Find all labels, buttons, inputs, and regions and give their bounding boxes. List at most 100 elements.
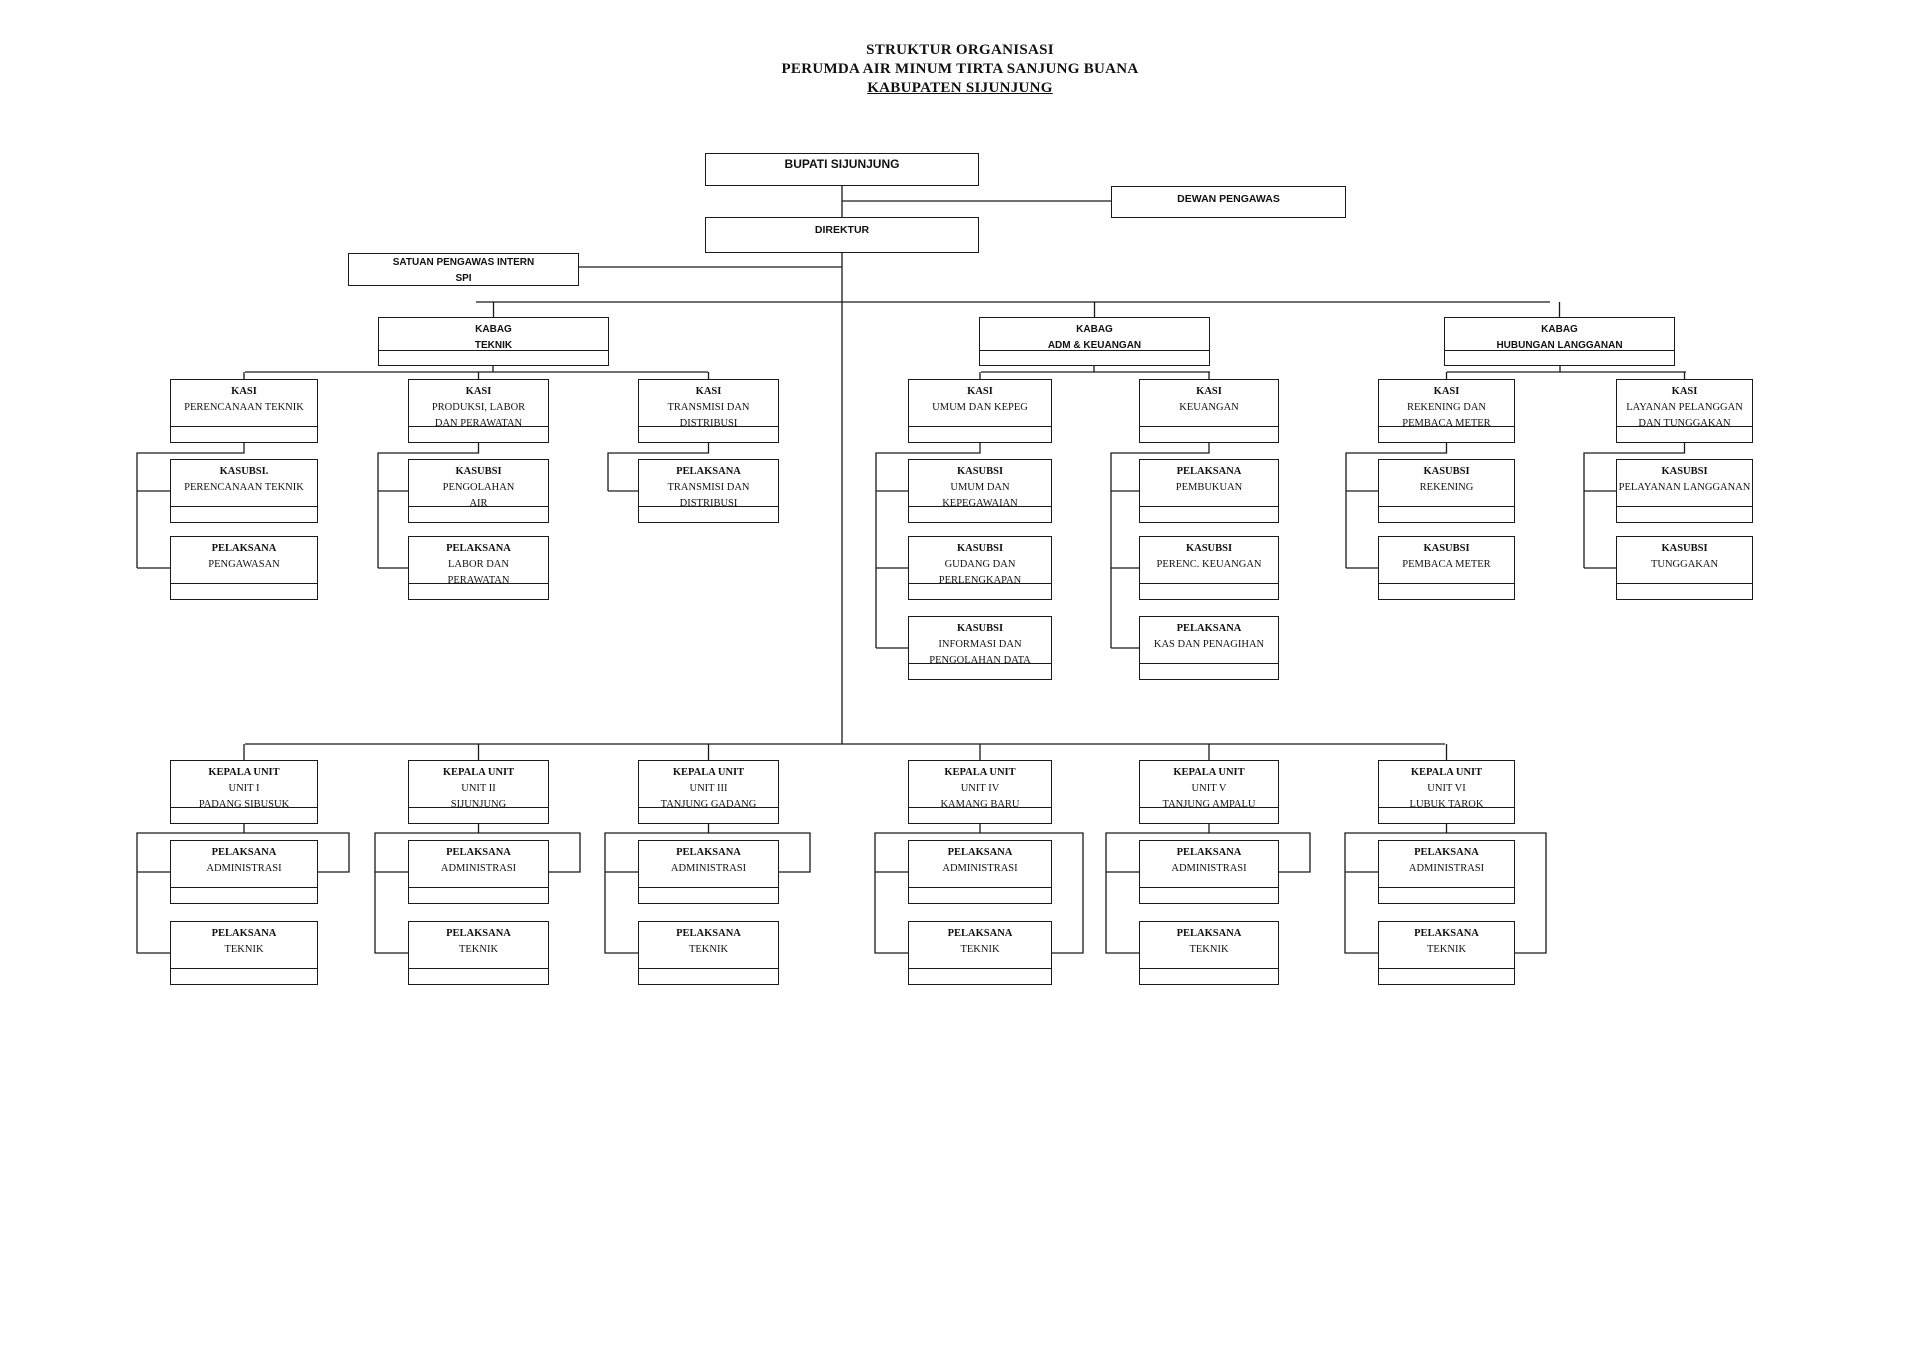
- spi-line-2: SPI: [455, 273, 472, 284]
- unit-2-head-box-footer-row: [409, 807, 548, 808]
- unit-5-teknik-box-line-2: TEKNIK: [1189, 944, 1229, 955]
- unit-1-head-box-footer-row: [171, 807, 317, 808]
- unit-3-teknik-box-footer-row: [639, 968, 778, 969]
- unit-5-administrasi-box-line-2: ADMINISTRASI: [1171, 863, 1247, 874]
- kasubsi-informasi-box-line-3: PENGOLAHAN DATA: [929, 655, 1031, 666]
- pelaksana-transmisi-box-bracket: [607, 443, 710, 491]
- unit-1-teknik-box-footer-row: [171, 968, 317, 969]
- kasubsi-rekening-box-line-2: REKENING: [1419, 482, 1474, 493]
- kasubsi-umum-box-footer-row: [909, 506, 1051, 507]
- kasubsi-pelayanan-box-line-2: PELAYANAN LANGGANAN: [1618, 482, 1751, 493]
- kasi-umum-box-footer-row: [909, 426, 1051, 427]
- unit-5-teknik-box-footer-row: [1140, 968, 1278, 969]
- kasubsi-umum-box-bracket: [875, 443, 981, 648]
- kasi-rekening-box-line-1: KASI: [1433, 386, 1460, 397]
- unit-5-adm-right-bracket: [1209, 832, 1311, 873]
- kasubsi-tunggakan-box-line-1: KASUBSI: [1661, 543, 1708, 554]
- unit-3-adm-right-bracket: [708, 832, 811, 873]
- pelaksana-pengawasan-box-line-1: PELAKSANA: [211, 543, 277, 554]
- unit-6-administrasi-box-line-1: PELAKSANA: [1414, 847, 1479, 858]
- unit-4-administrasi-box-line-2: ADMINISTRASI: [942, 863, 1018, 874]
- unit-6-teknik-box-line-1: PELAKSANA: [1414, 928, 1479, 939]
- kasi-produksi-box-footer-row: [409, 426, 548, 427]
- kasubsi-pembaca-box-line-1: KASUBSI: [1423, 543, 1470, 554]
- unit-1-teknik-box-line-1: PELAKSANA: [211, 928, 277, 939]
- unit-4-teknik-box-footer-row: [909, 968, 1051, 969]
- unit-2-head-box-line-1: KEPALA UNIT: [442, 767, 515, 778]
- unit-1-head-box-line-3: PADANG SIBUSUK: [198, 799, 290, 810]
- kasubsi-gudang-box-line-3: PERLENGKAPAN: [938, 575, 1022, 586]
- direktur-box-line-1: DIREKTUR: [814, 224, 870, 236]
- unit-3-teknik-box-line-2: TEKNIK: [688, 944, 729, 955]
- unit-1-administrasi-box-footer-row: [171, 887, 317, 888]
- unit-5-administrasi-box: PELAKSANA ADMINISTRASI: [1139, 840, 1279, 904]
- unit-3-administrasi-box-footer-row: [639, 887, 778, 888]
- unit-4-tek-right-bracket: [980, 832, 1084, 954]
- kasi-perencanaan-box-line-2: PERENCANAAN TEKNIK: [184, 402, 304, 413]
- pelaksana-kas-box-line-1: PELAKSANA: [1176, 623, 1242, 634]
- kasubsi-pengolahan-box-footer-row: [409, 506, 548, 507]
- kasubsi-pengolahan-box-line-2: PENGOLAHAN: [442, 482, 515, 493]
- kasubsi-pembaca-box-footer-row: [1379, 583, 1514, 584]
- unit-4-teknik-bracket: [874, 824, 981, 954]
- unit-6-teknik-box: PELAKSANA TEKNIK: [1378, 921, 1515, 985]
- kabag-hubungan-box-footer-row: [1445, 350, 1674, 351]
- unit-3-head-box-line-1: KEPALA UNIT: [672, 767, 745, 778]
- unit-3-administrasi-box-line-1: PELAKSANA: [676, 847, 741, 858]
- unit-5-head-box-footer-row: [1140, 807, 1278, 808]
- unit-4-head-box-line-3: KAMANG BARU: [940, 799, 1020, 810]
- unit-1-teknik-bracket: [136, 824, 245, 954]
- kasi-keuangan-box-line-1: KASI: [1196, 386, 1222, 397]
- unit-1-head-box-line-1: KEPALA UNIT: [208, 767, 280, 778]
- pelaksana-labor-box-line-3: PERAWATAN: [447, 575, 510, 586]
- unit-5-head-box-line-2: UNIT V: [1191, 783, 1227, 794]
- pelaksana-transmisi-box-footer-row: [639, 506, 778, 507]
- unit-4-administrasi-box-footer-row: [909, 887, 1051, 888]
- unit-6-teknik-box-line-2: TEKNIK: [1426, 944, 1467, 955]
- unit-6-administrasi-box-line-2: ADMINISTRASI: [1408, 863, 1485, 874]
- unit-4-head-box-footer-row: [909, 807, 1051, 808]
- kabag-adm-box-line-1: KABAG: [1076, 324, 1113, 335]
- unit-5-head-box-line-1: KEPALA UNIT: [1173, 767, 1245, 778]
- unit-5-administrasi-box-line-1: PELAKSANA: [1176, 847, 1242, 858]
- kasi-layanan-box-line-1: KASI: [1671, 386, 1698, 397]
- kasi-rekening-box-footer-row: [1379, 426, 1514, 427]
- kasi-layanan-box-footer-row: [1617, 426, 1752, 427]
- dewan-pengawas-box: DEWAN PENGAWAS: [1111, 186, 1346, 218]
- kasubsi-rekening-box-line-1: KASUBSI: [1423, 466, 1470, 477]
- dewan-pengawas-box-line-1: DEWAN PENGAWAS: [1177, 193, 1280, 205]
- pelaksana-labor-box-line-2: LABOR DAN: [448, 559, 509, 570]
- kasi-transmisi-box-line-2: TRANSMISI DAN: [667, 402, 750, 413]
- pelaksana-pembukuan-box-footer-row: [1140, 506, 1278, 507]
- unit-1-teknik-box-line-2: TEKNIK: [224, 944, 264, 955]
- unit-5-teknik-bracket: [1105, 824, 1210, 954]
- kasi-keuangan-box-footer-row: [1140, 426, 1278, 427]
- kasubsi-perencanaan-box-footer-row: [171, 506, 317, 507]
- kasi-rekening-box-line-3: PEMBACA METER: [1402, 418, 1491, 429]
- unit-4-head-box-line-2: UNIT IV: [960, 783, 1000, 794]
- pelaksana-pembukuan-box-bracket: [1110, 443, 1210, 648]
- kabag-teknik-box-line-1: KABAG: [475, 324, 512, 335]
